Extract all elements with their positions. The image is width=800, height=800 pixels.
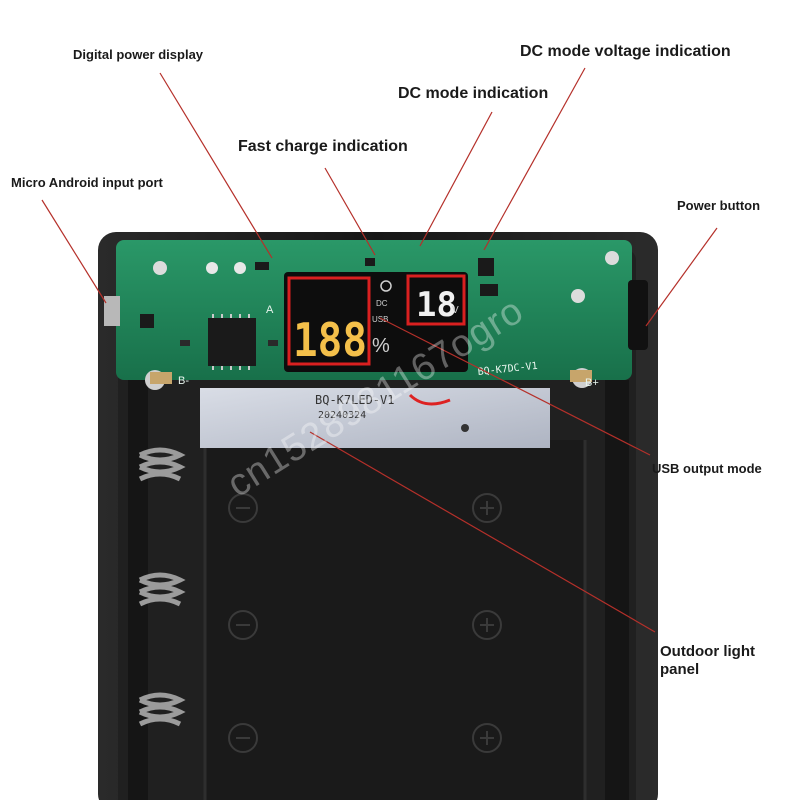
leader-power-button [645,227,718,327]
leader-fast-charge [324,167,376,256]
leader-usb-output [379,317,651,456]
micro-usb-port [104,296,120,326]
label-dc-mode-indication: DC mode indication [398,85,549,102]
polarity-marks [228,493,502,753]
pad-a-label: A [266,304,274,316]
ic-chip [208,318,256,366]
power-percent-highlight [287,276,371,366]
voltage-digits: 18 [416,285,457,325]
pad-b-minus-left: B- [178,375,189,387]
power-percent-digits: 188 [293,313,367,367]
label-digital-power-display: Digital power display [73,47,204,62]
label-dc-mode-voltage-indication: DC mode voltage indication [520,43,731,60]
voltage-unit: V [452,305,459,316]
led-board-date: 20240324 [318,410,366,421]
battery-springs [138,447,186,727]
leader-digital-display [159,72,273,259]
label-outdoor-light-panel: Outdoor light panel [660,643,755,678]
digital-display: 188 % DC USB 18 V [284,272,468,372]
annotation-leader-lines [41,67,718,633]
leader-outdoor-light [309,431,656,633]
label-usb-output-mode: USB output mode [652,461,762,476]
leader-micro-usb [41,199,107,304]
usb-mode-label: USB [372,315,388,324]
label-micro-android-input-port: Micro Android input port [11,175,163,190]
outdoor-light-panel: BQ-K7LED-V1 20240324 [200,388,550,448]
dc-mode-label: DC [376,299,388,308]
led-board-model: BQ-K7LED-V1 [315,393,394,407]
pad-b-plus: B+ [585,377,599,389]
percent-sign: % [372,335,390,357]
fast-charge-icon [380,280,392,292]
leader-dc-mode [419,111,493,247]
label-fast-charge-indication: Fast charge indication [238,138,408,155]
leader-dc-voltage [483,67,586,251]
voltage-highlight [406,274,466,326]
power-button [628,280,648,350]
label-power-button: Power button [677,198,761,213]
